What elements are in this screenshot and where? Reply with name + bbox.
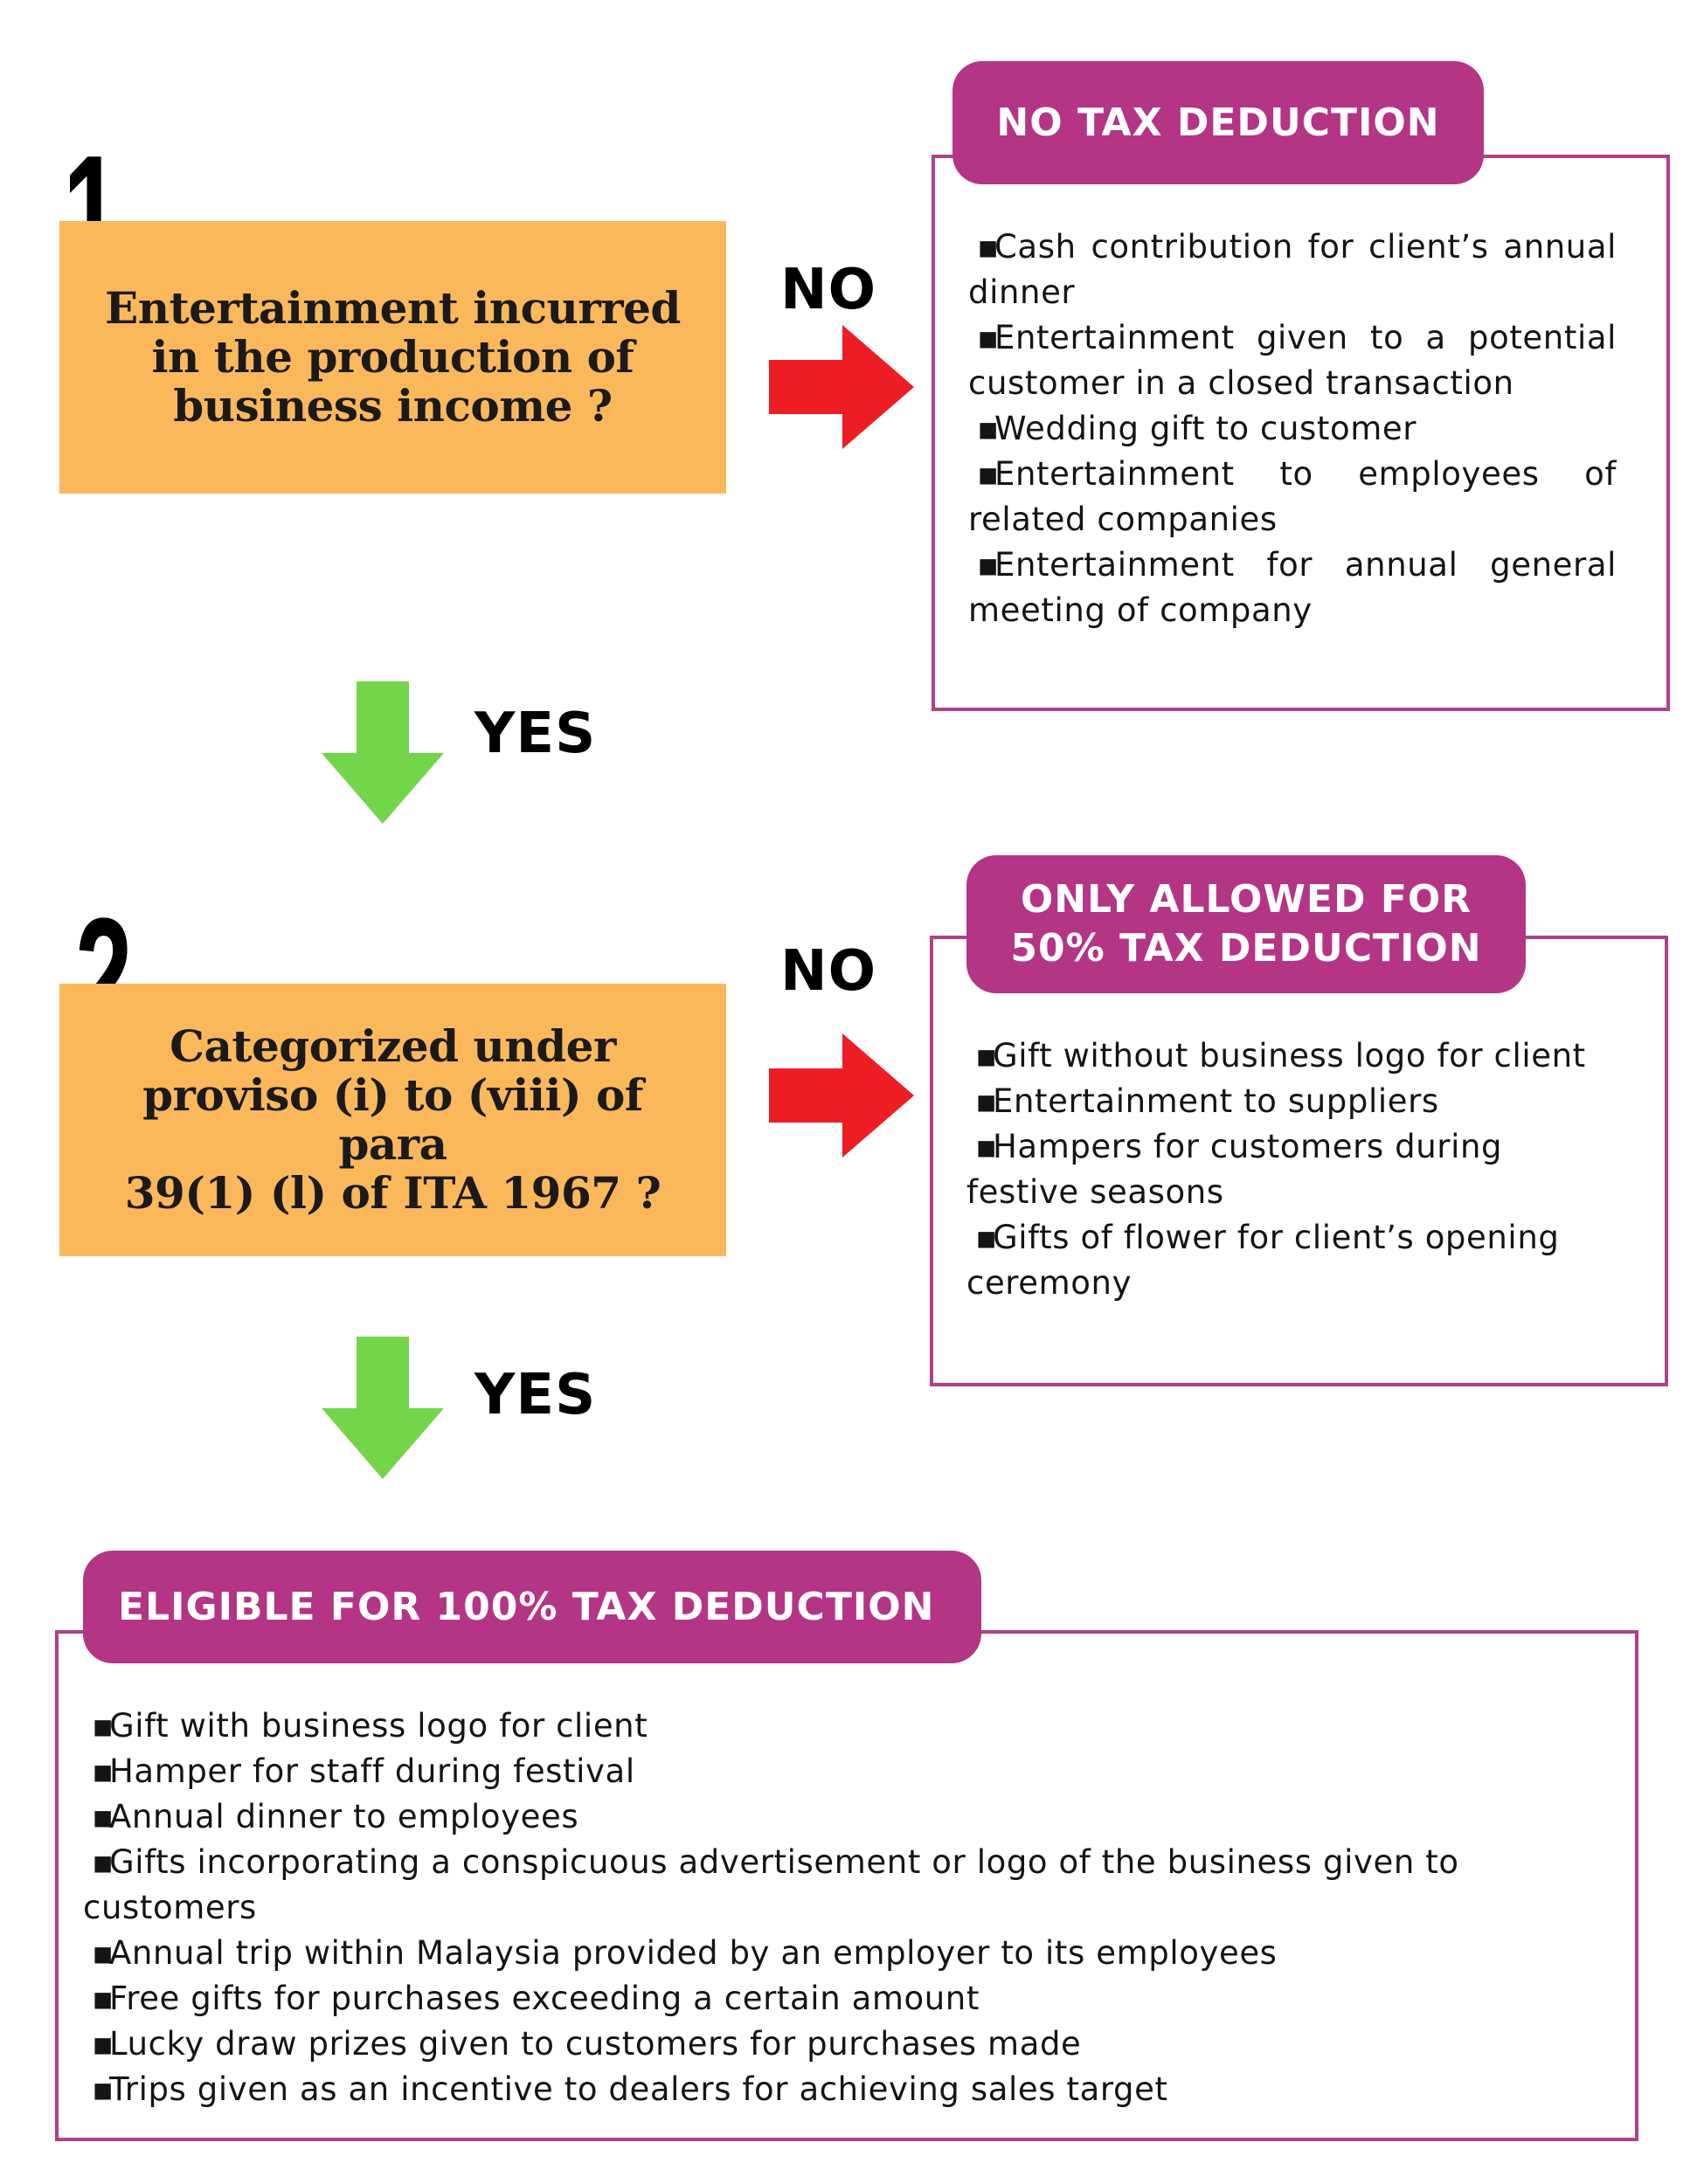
list-item: Cash contribution for client’s annual di… (968, 225, 1617, 315)
yes-label-2: YES (474, 1363, 597, 1427)
question-box-2: Categorized under proviso (i) to (viii) … (59, 984, 726, 1256)
outcome-header-partial-deduction: ONLY ALLOWED FOR 50% TAX DEDUCTION (966, 855, 1526, 993)
list-item: Annual dinner to employees (83, 1794, 1621, 1840)
list-item: Entertainment to suppliers (966, 1079, 1615, 1124)
no-arrow-1 (769, 325, 914, 449)
partial-deduction-list: Gift without business logo for client En… (966, 1033, 1615, 1306)
list-item: Gifts incorporating a conspicuous advert… (83, 1840, 1621, 1931)
list-item: Lucky draw prizes given to customers for… (83, 2022, 1621, 2067)
question-box-1: Entertainment incurred in the production… (59, 221, 726, 494)
no-arrow-2 (769, 1033, 914, 1158)
list-item: Gift with business logo for client (83, 1704, 1621, 1749)
list-item: Free gifts for purchases exceeding a cer… (83, 1976, 1621, 2022)
no-label-1: NO (780, 258, 876, 322)
outcome-header-no-deduction: NO TAX DEDUCTION (952, 61, 1484, 184)
yes-arrow-1 (322, 681, 444, 824)
full-deduction-list: Gift with business logo for client Hampe… (83, 1704, 1621, 2112)
no-label-2: NO (780, 939, 876, 1004)
list-item: Gift without business logo for client (966, 1033, 1615, 1079)
list-item: Trips given as an incentive to dealers f… (83, 2067, 1621, 2112)
list-item: Annual trip within Malaysia provided by … (83, 1931, 1621, 1976)
list-item: Entertainment to employees of related co… (968, 452, 1617, 543)
outcome-box-no-deduction: Cash contribution for client’s annual di… (932, 155, 1670, 711)
outcome-box-partial-deduction: Gift without business logo for client En… (930, 936, 1668, 1386)
list-item: Hampers for customers during festive sea… (966, 1124, 1615, 1215)
question-text-2: Categorized under proviso (i) to (viii) … (124, 1020, 662, 1219)
outcome-box-full-deduction: Gift with business logo for client Hampe… (55, 1630, 1638, 2141)
list-item: Hamper for staff during festival (83, 1749, 1621, 1794)
list-item: Entertainment for annual general meeting… (968, 543, 1617, 633)
list-item: Wedding gift to customer (968, 406, 1617, 452)
yes-arrow-2 (322, 1337, 444, 1479)
yes-label-1: YES (474, 702, 597, 766)
list-item: Entertainment given to a potential custo… (968, 315, 1617, 406)
question-text-1: Entertainment incurred in the production… (105, 282, 681, 432)
no-deduction-list: Cash contribution for client’s annual di… (968, 225, 1617, 633)
list-item: Gifts of flower for client’s opening cer… (966, 1215, 1615, 1306)
outcome-header-full-deduction: ELIGIBLE FOR 100% TAX DEDUCTION (83, 1551, 981, 1663)
